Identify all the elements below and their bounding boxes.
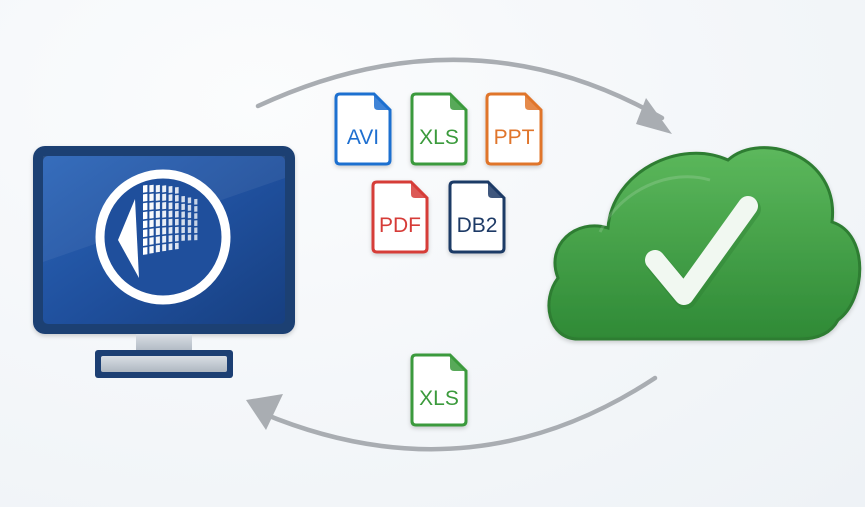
logo-grid-cell xyxy=(187,227,192,234)
file-type-label: PDF xyxy=(379,214,421,237)
logo-grid-cell xyxy=(149,245,154,254)
logo-grid-cell xyxy=(168,218,173,226)
logo-grid-cell xyxy=(149,184,154,193)
logo-grid-cell xyxy=(162,185,167,193)
logo-grid-cell xyxy=(162,227,167,235)
logo-grid-cell xyxy=(149,219,154,228)
file-sheet xyxy=(410,92,468,166)
file-corner-fold xyxy=(450,94,466,110)
logo-grid-cell xyxy=(168,202,173,210)
checkmark-icon xyxy=(645,196,761,309)
file-corner-fold xyxy=(450,355,466,371)
file-corner-fold xyxy=(525,94,541,110)
logo-grid-cell xyxy=(162,218,167,227)
file-icon-pdf: PDF xyxy=(371,180,429,254)
logo-grid-cell xyxy=(143,229,148,238)
logo-grid-cell xyxy=(155,227,160,236)
logo-grid-cell xyxy=(155,184,160,193)
file-sheet xyxy=(410,353,468,427)
logo-grid-cell xyxy=(143,220,148,229)
logo-grid-cell xyxy=(181,226,185,234)
logo-grid-cell xyxy=(187,197,192,204)
logo-grid-cell xyxy=(194,198,198,205)
logo-grid-cell xyxy=(194,213,198,219)
logo-grid-cell xyxy=(181,203,185,211)
logo-grid-cell xyxy=(194,234,198,241)
logo-grid-cell xyxy=(162,210,167,218)
logo-grid-cell xyxy=(143,247,148,255)
logo-grid-cell xyxy=(143,184,148,193)
file-icon-avi: AVI xyxy=(334,92,392,166)
file-type-label: DB2 xyxy=(457,214,498,237)
logo-grid-cell xyxy=(168,210,173,218)
file-icon-xls: XLS xyxy=(410,92,468,166)
logo-grid-cell xyxy=(168,226,173,234)
file-icon-ppt: PPT xyxy=(485,92,543,166)
file-type-label: XLS xyxy=(419,126,459,149)
file-corner-fold xyxy=(488,182,504,198)
logo-grid-cell xyxy=(168,243,173,251)
logo-grid-cell xyxy=(149,228,154,237)
logo-grid-cell xyxy=(149,202,154,210)
logo-grid-cell xyxy=(168,185,173,193)
logo-grid-cell xyxy=(181,196,185,203)
logo-grid-cell xyxy=(155,236,160,244)
logo-grid-cell xyxy=(143,238,148,247)
upload-file-group: AVI XLS PPT PDF DB2 xyxy=(334,92,543,254)
logo-grid-cell xyxy=(194,206,198,212)
logo-grid-cell xyxy=(149,193,154,202)
logo-grid-cell xyxy=(143,193,148,202)
logo-grid-cell xyxy=(162,235,167,243)
logo-grid-cell xyxy=(155,219,160,227)
file-sheet xyxy=(334,92,392,166)
logo-grid-cell xyxy=(162,202,167,210)
cube-grid-logo-icon xyxy=(95,169,231,305)
logo-grid-cell xyxy=(168,235,173,243)
logo-grid-cell xyxy=(175,210,179,218)
logo-grid-cell xyxy=(155,201,160,210)
logo-grid-cell xyxy=(155,210,160,219)
logo-grid-cell xyxy=(175,226,179,234)
logo-grid-cell xyxy=(187,204,192,211)
curved-arrow-right-icon xyxy=(255,57,672,134)
logo-grid-cell xyxy=(194,227,198,234)
logo-grid-cell xyxy=(143,202,148,211)
download-file-group: XLS xyxy=(410,353,468,427)
logo-grid-cell xyxy=(175,194,179,202)
logo-grid-cell xyxy=(149,237,154,245)
file-type-label: XLS xyxy=(419,387,459,410)
logo-grid-cell xyxy=(194,220,198,227)
logo-grid-cell xyxy=(155,244,160,253)
logo-grid-cell xyxy=(175,234,179,242)
file-type-label: PPT xyxy=(494,126,535,149)
logo-grid-cell xyxy=(181,211,185,218)
logo-grid-cell xyxy=(187,212,192,219)
file-icon-db2: DB2 xyxy=(448,180,506,254)
file-sheet xyxy=(485,92,543,166)
logo-grid-cell xyxy=(149,210,154,219)
logo-grid-cell xyxy=(143,211,148,220)
logo-grid-cell xyxy=(162,193,167,201)
logo-grid-cell xyxy=(175,186,179,194)
logo-grid-cell xyxy=(155,193,160,201)
logo-grid-cell xyxy=(187,219,192,226)
file-sheet xyxy=(448,180,506,254)
curved-arrow-left-icon xyxy=(246,375,658,452)
logo-grid-cell xyxy=(162,244,167,252)
logo-grid-cell xyxy=(175,218,179,226)
logo-grid-cell xyxy=(181,219,185,226)
cloud-icon xyxy=(547,146,862,341)
file-corner-fold xyxy=(411,182,427,198)
logo-grid-cell xyxy=(175,202,179,210)
file-type-label: AVI xyxy=(347,126,379,149)
logo-grid-cell xyxy=(187,234,192,241)
logo-grid-cell xyxy=(181,234,185,241)
file-icon-xls: XLS xyxy=(410,353,468,427)
file-corner-fold xyxy=(374,94,390,110)
logo-grid-cell xyxy=(168,194,173,202)
file-sheet xyxy=(371,180,429,254)
logo-grid-cell xyxy=(175,242,179,250)
